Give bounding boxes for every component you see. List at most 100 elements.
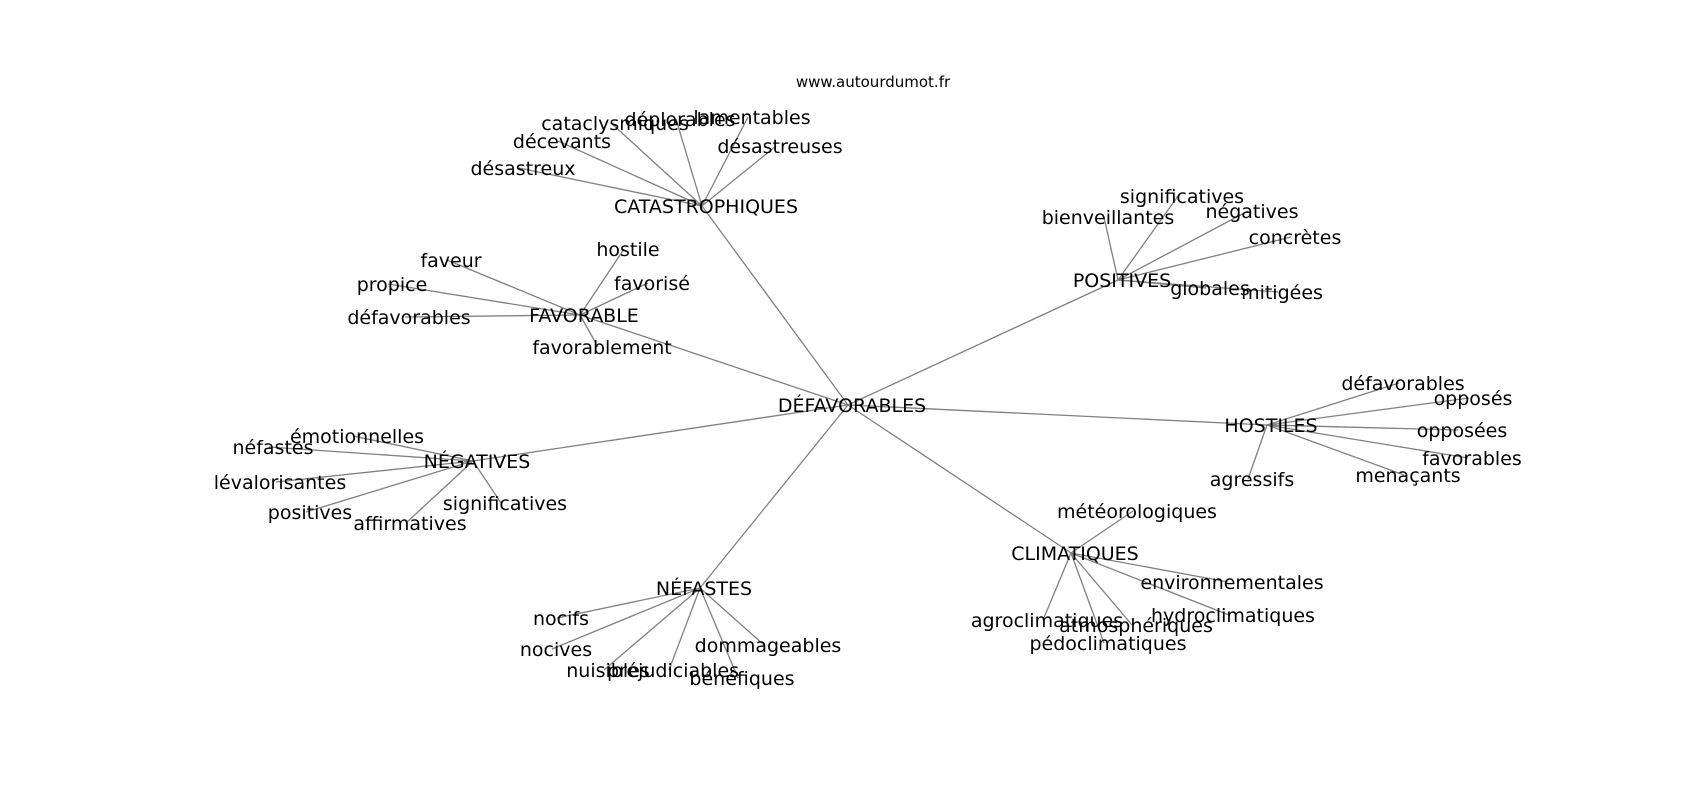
leaf-node-cl3: hydroclimatiques: [1151, 605, 1315, 627]
edge-climatiques-cl6: [1070, 552, 1105, 644]
edge-positives-p4: [1117, 236, 1292, 281]
edge-climatiques-cl1: [1070, 510, 1134, 554]
edge-nefastes-nf5: [668, 587, 701, 671]
leaf-node-n3: lévalorisantes: [214, 472, 346, 494]
edge-negatives-n2: [268, 446, 474, 462]
leaf-node-cl2: environnementales: [1140, 572, 1323, 594]
edge-positives-p2: [1103, 216, 1119, 281]
leaf-node-f4: propice: [357, 274, 428, 296]
leaf-node-h1: défavorables: [1341, 373, 1464, 395]
edge-climatiques-cl5: [1070, 552, 1133, 626]
edge-root-nefastes: [699, 404, 849, 589]
edge-root-negatives: [472, 404, 849, 462]
edge-hostiles-h3: [1266, 424, 1459, 431]
leaf-node-h5: menaçants: [1355, 465, 1460, 487]
edge-positives-p6: [1117, 279, 1279, 293]
edge-nefastes-nf1: [556, 587, 701, 619]
graph-edges: [268, 116, 1470, 679]
hub-node-nefastes: NÉFASTES: [656, 577, 752, 600]
leaf-node-p2: bienveillantes: [1042, 207, 1175, 229]
leaf-node-p1: significatives: [1120, 186, 1244, 208]
leaf-node-nf6: bénéfiques: [689, 668, 794, 690]
leaf-node-c2: déplorables: [624, 109, 735, 131]
leaf-node-nf5: préjudiciables: [607, 660, 739, 682]
edge-positives-p1: [1117, 195, 1179, 281]
edge-favorable-f4: [387, 283, 581, 316]
leaf-node-c5: désastreuses: [717, 136, 842, 158]
hub-node-catastrophiques: CATASTROPHIQUES: [614, 196, 798, 218]
edge-catastrophiques-c3: [701, 116, 749, 207]
edge-catastrophiques-c1: [610, 122, 703, 207]
edge-climatiques-cl2: [1070, 552, 1229, 583]
leaf-node-nf3: dommageables: [695, 635, 842, 657]
edge-hostiles-h1: [1266, 382, 1400, 426]
hub-node-hostiles: HOSTILES: [1224, 415, 1317, 437]
leaf-node-h4: favorables: [1422, 448, 1522, 470]
edge-favorable-f3: [579, 282, 649, 316]
source-credit: www.autourdumot.fr: [796, 73, 951, 91]
edge-favorable-f1: [579, 248, 625, 316]
edge-climatiques-cl4: [1042, 552, 1072, 621]
edge-negatives-n5: [472, 460, 502, 504]
leaf-node-nf4: nuisibles: [566, 660, 649, 682]
edge-negatives-n6: [405, 460, 474, 524]
leaf-node-c3: lamentables: [693, 107, 810, 129]
leaf-node-n2: néfastes: [232, 437, 313, 459]
edge-favorable-f2: [446, 259, 581, 316]
leaf-node-cl6: pédoclimatiques: [1029, 633, 1186, 655]
leaf-node-h2: opposés: [1434, 388, 1513, 410]
edge-negatives-n4: [305, 460, 474, 513]
edge-catastrophiques-c2: [675, 118, 703, 207]
leaf-node-f2: faveur: [420, 250, 481, 272]
edge-root-climatiques: [847, 404, 1072, 554]
leaf-node-cl4: agroclimatiques: [971, 610, 1123, 632]
hub-node-negatives: NÉGATIVES: [424, 450, 531, 473]
edge-nefastes-nf6: [699, 587, 739, 679]
leaf-node-f6: favorablement: [532, 337, 671, 359]
leaf-node-cl1: météorologiques: [1057, 501, 1217, 523]
leaf-node-f5: défavorables: [347, 307, 470, 329]
edge-hostiles-h2: [1266, 397, 1470, 426]
edge-hostiles-h4: [1266, 424, 1469, 459]
leaf-node-f1: hostile: [596, 239, 659, 261]
edge-positives-p3: [1117, 210, 1249, 281]
leaf-node-nf1: nocifs: [533, 608, 589, 630]
edge-favorable-f6: [579, 314, 599, 348]
leaf-node-f3: favorisé: [614, 273, 690, 295]
leaf-node-p6: mitigées: [1241, 282, 1323, 304]
edge-root-catastrophiques: [701, 205, 849, 406]
leaf-node-n4: positives: [268, 502, 352, 524]
edge-negatives-n3: [275, 460, 474, 483]
hub-node-climatiques: CLIMATIQUES: [1011, 543, 1139, 565]
leaf-node-c6: désastreux: [470, 158, 575, 180]
edge-catastrophiques-c4: [557, 140, 703, 207]
leaf-node-c1: cataclysmiques: [541, 113, 689, 135]
edge-root-hostiles: [847, 404, 1268, 426]
graph-labels: DÉFAVORABLES CATASTROPHIQUES cataclysmique…: [214, 107, 1522, 690]
edge-catastrophiques-c5: [701, 145, 777, 207]
hub-node-positives: POSITIVES: [1073, 270, 1171, 292]
edge-nefastes-nf4: [603, 587, 701, 671]
leaf-node-nf2: nocives: [520, 639, 592, 661]
leaf-node-cl5: atmosphériques: [1059, 615, 1213, 637]
edge-climatiques-cl3: [1070, 552, 1230, 616]
leaf-node-p5: globales: [1170, 278, 1250, 300]
leaf-node-n5: significatives: [443, 493, 567, 515]
leaf-node-c4: décevants: [513, 131, 611, 153]
edge-nefastes-nf2: [551, 587, 701, 650]
hub-node-favorable: FAVORABLE: [529, 305, 639, 327]
edge-root-favorable: [579, 314, 849, 406]
edge-root-positives: [847, 279, 1119, 406]
edge-nefastes-nf3: [699, 587, 765, 646]
edge-hostiles-h5: [1266, 424, 1405, 476]
leaf-node-p4: concrètes: [1249, 227, 1342, 249]
root-node-label: DÉFAVORABLES: [778, 394, 926, 417]
edge-hostiles-h6: [1247, 424, 1268, 480]
leaf-node-n1: émotionnelles: [290, 426, 424, 448]
leaf-node-p3: négatives: [1206, 201, 1299, 223]
edge-catastrophiques-c6: [518, 167, 703, 207]
leaf-node-h3: opposées: [1417, 420, 1508, 442]
leaf-node-n6: affirmatives: [353, 513, 466, 535]
leaf-node-h6: agressifs: [1210, 469, 1294, 491]
